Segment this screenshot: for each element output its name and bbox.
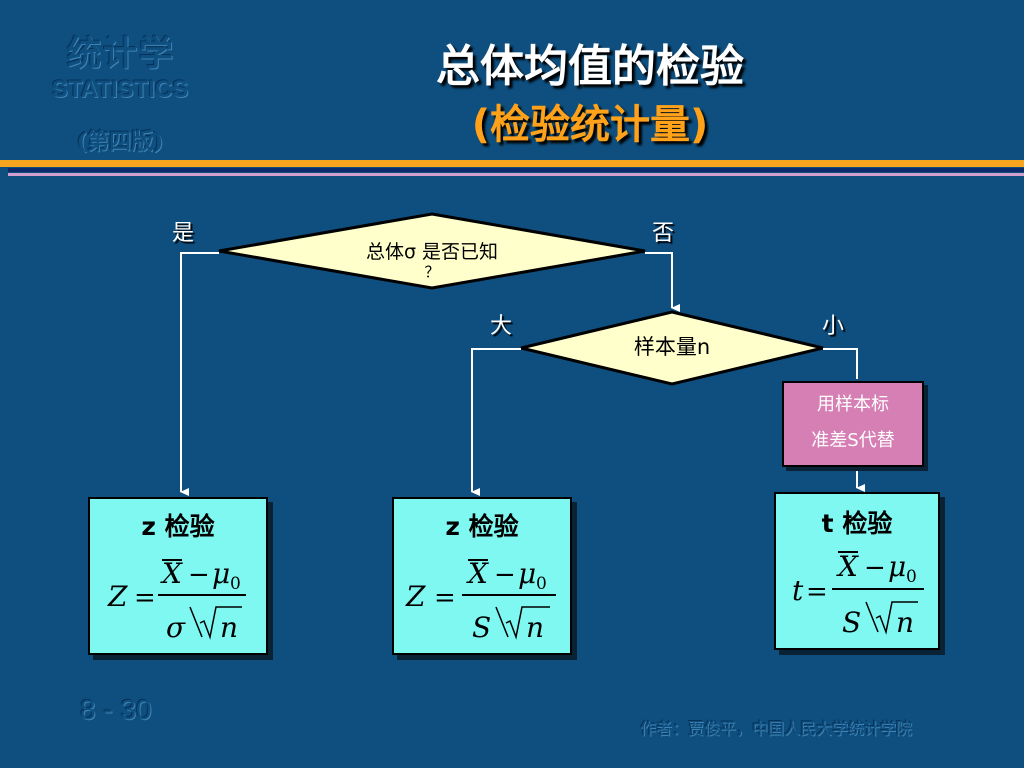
formula-n: n	[220, 611, 238, 644]
formula-minus: −	[494, 560, 516, 590]
formula-mu: μ	[518, 557, 536, 590]
formula-eq: =	[806, 577, 828, 607]
no-label: 否	[652, 221, 675, 246]
logo-title-en: STATISTICS	[51, 76, 189, 103]
z-test-sigma-known-box: z 检验 Z = X − μ 0 σ n	[88, 497, 268, 655]
header-divider-pink	[8, 173, 1024, 176]
decision-diamond-sample-size	[520, 310, 824, 386]
formula-xbar: X	[466, 557, 489, 590]
formula-mu-sub: 0	[536, 574, 547, 594]
logo-edition: (第四版)	[76, 129, 164, 155]
connector-yes	[180, 252, 219, 496]
formula-lhs: Z	[405, 580, 426, 613]
logo-title-cn: 统计学	[67, 34, 175, 74]
formula-lhs: Z	[107, 580, 128, 613]
z-formula-s: Z = X − μ 0 S n	[405, 557, 556, 644]
formula-xbar: X	[836, 550, 859, 583]
decision1-text: 总体σ 是否已知	[365, 241, 499, 263]
formula-sd: σ	[166, 611, 186, 644]
formula-lhs: t	[792, 574, 804, 607]
substitute-line1: 用样本标	[817, 394, 889, 415]
formula-n: n	[896, 606, 914, 639]
small-sample-label: 小	[822, 314, 845, 339]
connector-small	[823, 348, 858, 379]
formula-eq: =	[434, 583, 456, 613]
connector-large	[471, 348, 521, 496]
test-name: z 检验	[445, 512, 519, 541]
formula-minus: −	[188, 560, 210, 590]
formula-n: n	[526, 611, 544, 644]
slide-title: 总体均值的检验	[436, 41, 744, 92]
formula-eq: =	[134, 583, 156, 613]
z-test-large-sample-box: z 检验 Z = X − μ 0 S n	[392, 497, 572, 655]
formula-sd: S	[472, 611, 491, 644]
formula-xbar: X	[160, 557, 183, 590]
test-name: z 检验	[141, 512, 215, 541]
t-test-small-sample-box: t 检验 t = X − μ 0 S n	[774, 492, 940, 650]
page-number: 8 - 30	[80, 694, 152, 725]
formula-mu: μ	[888, 550, 906, 583]
formula-mu-sub: 0	[906, 567, 917, 587]
decision1-text-q: ？	[424, 263, 440, 281]
large-sample-label: 大	[490, 314, 513, 339]
formula-mu: μ	[212, 557, 230, 590]
decision-diamond-sigma-known	[218, 212, 646, 290]
connector-no	[645, 252, 680, 312]
yes-label: 是	[172, 221, 195, 246]
substitute-s-box: 用样本标 准差S代替	[782, 381, 924, 467]
formula-mu-sub: 0	[230, 574, 241, 594]
test-name: t 检验	[821, 509, 893, 538]
header-divider-navy	[8, 168, 1024, 172]
substitute-line2: 准差S代替	[811, 430, 895, 451]
t-formula: t = X − μ 0 S n	[792, 550, 924, 639]
formula-sd: S	[842, 606, 861, 639]
formula-minus: −	[864, 553, 886, 583]
decision2-text: 样本量n	[633, 335, 711, 359]
z-formula-sigma: Z = X − μ 0 σ n	[107, 557, 246, 644]
header-divider-orange	[0, 160, 1024, 167]
author-credit: 作者：贾俊平，中国人民大学统计学院	[640, 719, 913, 738]
slide-subtitle: (检验统计量)	[471, 102, 709, 148]
